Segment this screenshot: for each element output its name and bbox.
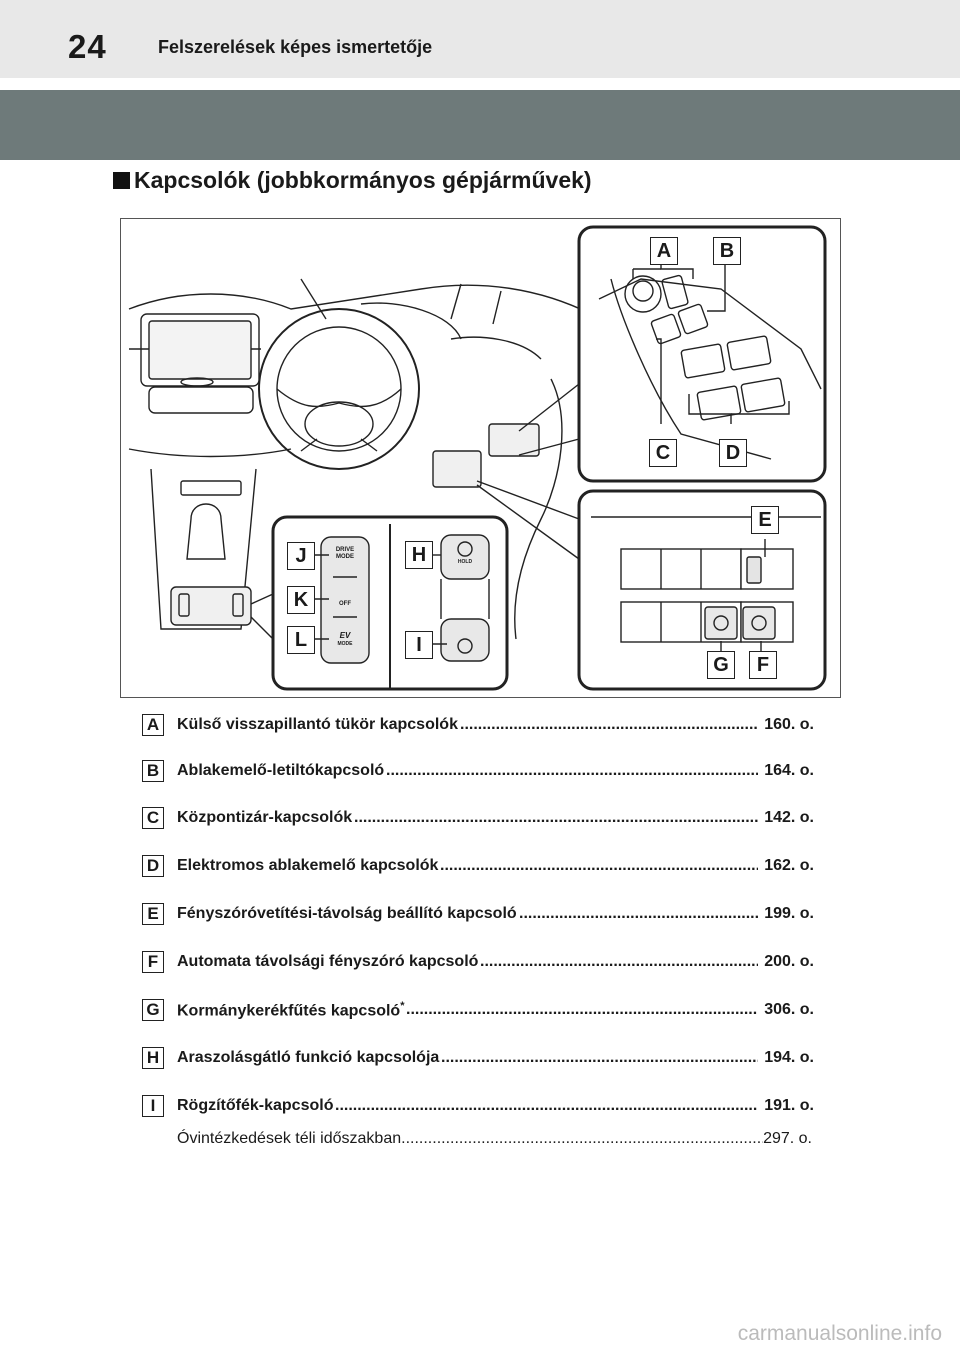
callout-text: Központizár-kapcsolók [177,809,352,827]
callout-letter: B [142,760,164,782]
callout-row: F Automata távolsági fényszóró kapcsoló..… [142,949,814,975]
note-page: 297. o. [763,1130,812,1147]
callout-text-label: Fényszóróvetítési-távolság beállító kapc… [177,905,517,922]
callout-letter: F [142,951,164,973]
callout-page: 306. o. [764,1001,814,1018]
callout-text-label: Araszolásgátló funkció kapcsolója [177,1049,440,1066]
callout-text: Kormánykerékfűtés kapcsoló* [177,1000,404,1020]
footnote-marker: * [400,999,405,1012]
header-band [0,0,960,78]
callout-text-label: Automata távolsági fényszóró kapcsoló [177,953,479,970]
callout-page: 160. o. [764,716,814,733]
section-title-text: Kapcsolók (jobbkormányos gépjárművek) [134,167,592,193]
callout-text: Elektromos ablakemelő kapcsolók [177,857,438,875]
label-a: A [650,237,678,265]
callout-letter: H [142,1047,164,1069]
drive-mode-switch: DRIVE MODE [327,547,363,561]
callout-letter: I [142,1095,164,1117]
header-title: Felszerelések képes ismertetője [158,37,433,57]
callout-text: Ablakemelő-letiltókapcsoló [177,762,384,780]
page-number: 24 [68,28,107,65]
callout-text-label: Külső visszapillantó tükör kapcsolók [177,716,458,733]
callout-text: Fényszóróvetítési-távolság beállító kapc… [177,905,517,923]
note-text: Óvintézkedések téli időszakban [177,1130,402,1147]
leader-dots: ........................................… [335,1097,758,1114]
callout-row: H Araszolásgátló funkció kapcsolója......… [142,1045,814,1071]
callout-row: E Fényszóróvetítési-távolság beállító kap… [142,901,814,927]
callout-text-label: Kormánykerékfűtés kapcsoló [177,1002,401,1020]
drive-mode-text-1: DRIVE [335,547,355,553]
label-d: D [719,439,747,467]
label-f: F [749,651,777,679]
callout-page: 162. o. [764,857,814,874]
watermark: carmanualsonline.info [737,1322,942,1345]
label-g: G [707,651,735,679]
note-leader-dots: ........................................… [401,1130,763,1147]
callout-text-label: Ablakemelő-letiltókapcsoló [177,762,385,779]
callout-row: C Központizár-kapcsolók..................… [142,805,814,831]
callout-letter: G [142,999,164,1021]
callout-text: Külső visszapillantó tükör kapcsolók [177,716,458,734]
callout-row: A Külső visszapillantó tükör kapcsolók...… [142,712,814,738]
callout-page: 199. o. [764,905,814,922]
callout-letter: C [142,807,164,829]
callout-text-label: Elektromos ablakemelő kapcsolók [177,857,439,874]
leader-dots: ........................................… [519,905,758,922]
callout-page: 200. o. [764,953,814,970]
callout-page: 164. o. [764,762,814,779]
callout-text: Araszolásgátló funkció kapcsolója [177,1049,439,1067]
callout-page: 194. o. [764,1049,814,1066]
callout-text-label: Központizár-kapcsolók [177,809,353,826]
callout-row: B Ablakemelő-letiltókapcsoló.............… [142,758,814,784]
switch-illustration: A B C D E F G H I J K L DRIVE MODE OFF E… [120,218,841,698]
decorative-band [0,90,960,160]
callout-row: G Kormánykerékfűtés kapcsoló*............… [142,997,814,1023]
drive-mode-text-2: MODE [336,554,354,560]
callout-letter: A [142,714,164,736]
label-c: C [649,439,677,467]
note-line: Óvintézkedések téli időszakban .........… [177,1130,812,1148]
callout-page: 142. o. [764,809,814,826]
callout-row: I Rögzítőfék-kapcsoló....................… [142,1093,814,1119]
leader-dots: ........................................… [406,1001,758,1018]
label-e: E [751,506,779,534]
ev-mode-switch: EV MODE [327,631,363,649]
callout-text-label: Rögzítőfék-kapcsoló [177,1097,334,1114]
leader-dots: ........................................… [440,857,758,874]
callout-letter: E [142,903,164,925]
callout-page: 191. o. [764,1097,814,1114]
callout-text: Automata távolsági fényszóró kapcsoló [177,953,478,971]
label-h: H [405,541,433,569]
leader-dots: ........................................… [480,953,758,970]
callout-letter: D [142,855,164,877]
dashboard-drawing [128,225,827,691]
leader-dots: ........................................… [386,762,758,779]
ev-mode-text: MODE [337,641,353,647]
square-bullet-icon [113,172,130,189]
leader-dots: ........................................… [354,809,758,826]
leader-dots: ........................................… [460,716,758,733]
callout-text: Rögzítőfék-kapcsoló [177,1097,333,1115]
label-i: I [405,631,433,659]
label-j: J [287,542,315,570]
off-switch-text: OFF [339,601,351,607]
label-l: L [287,626,315,654]
hold-switch-text: HOLD [457,559,473,565]
callout-row: D Elektromos ablakemelő kapcsolók........… [142,853,814,879]
leader-dots: ........................................… [441,1049,758,1066]
label-k: K [287,586,315,614]
label-b: B [713,237,741,265]
section-title: Kapcsolók (jobbkormányos gépjárművek) [113,167,592,194]
ev-text: EV [339,631,351,640]
